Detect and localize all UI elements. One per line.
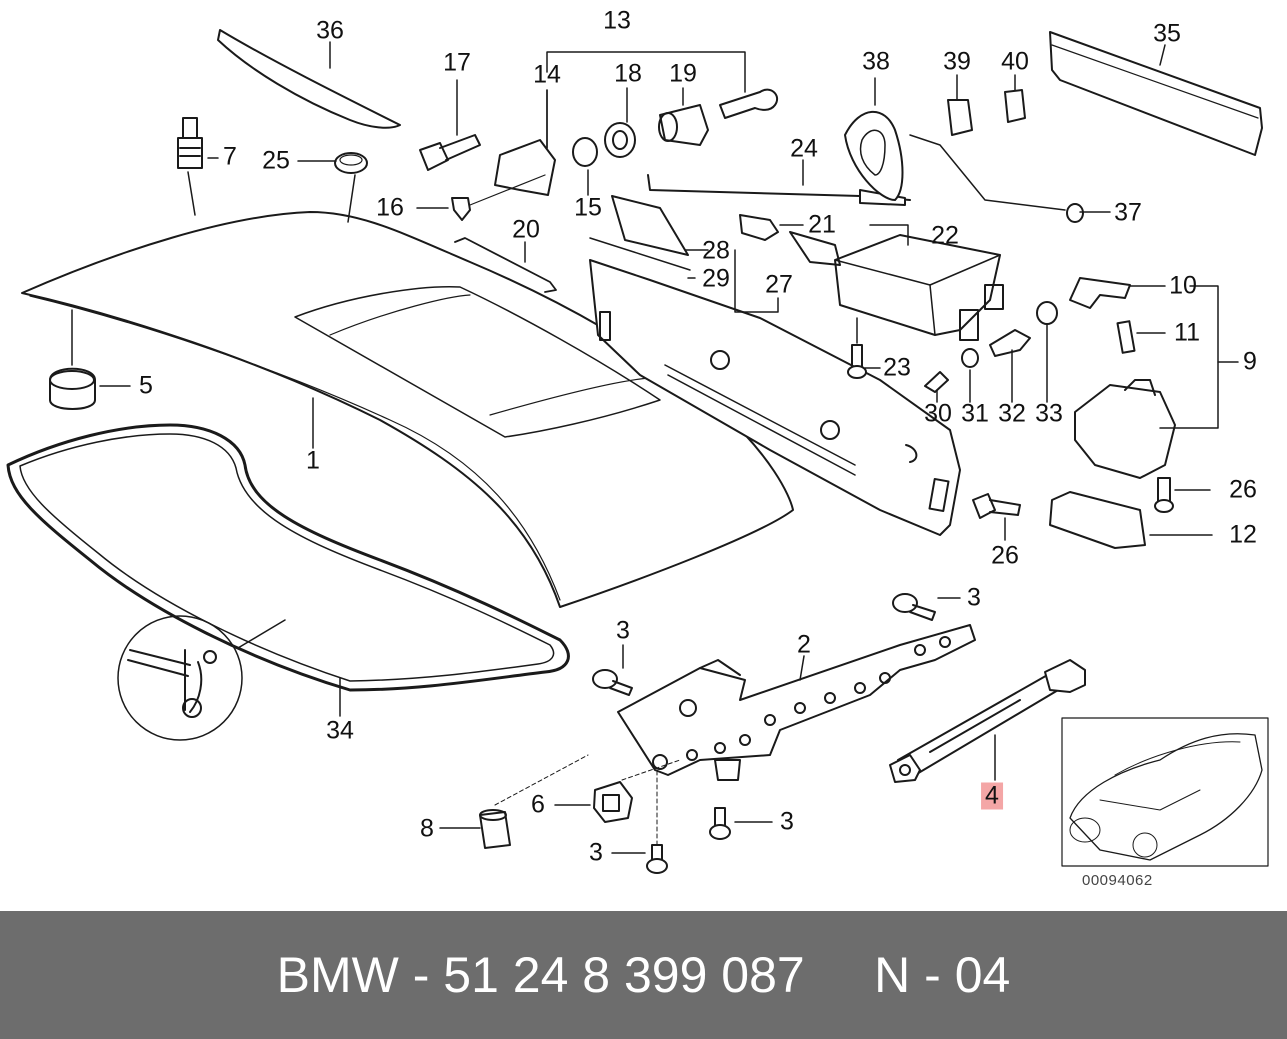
actuator bbox=[789, 231, 1004, 341]
callout-3d: 3 bbox=[589, 838, 603, 867]
rod-20 bbox=[454, 237, 557, 293]
washer-31 bbox=[961, 348, 979, 368]
bushing-21 bbox=[739, 214, 779, 241]
trim-panel bbox=[589, 259, 961, 536]
panel-28 bbox=[611, 195, 689, 256]
callout-26a: 26 bbox=[1229, 475, 1257, 504]
callout-4-highlighted: 4 bbox=[981, 782, 1003, 810]
washer-25 bbox=[334, 152, 368, 174]
cable-37 bbox=[909, 134, 1066, 211]
callout-6: 6 bbox=[531, 790, 545, 819]
callout-20: 20 bbox=[512, 215, 540, 244]
callout-12: 12 bbox=[1229, 520, 1257, 549]
hinge bbox=[617, 624, 976, 781]
callout-24: 24 bbox=[790, 134, 818, 163]
callout-23: 23 bbox=[883, 353, 911, 382]
cylinder-19 bbox=[659, 104, 709, 146]
diagram-number: 00094062 bbox=[1082, 872, 1153, 889]
striker-12 bbox=[1049, 491, 1146, 549]
callout-10: 10 bbox=[1169, 271, 1197, 300]
vehicle-locator-inset bbox=[1061, 717, 1269, 867]
callout-21: 21 bbox=[808, 210, 836, 239]
part-number-banner: BMW - 51 24 8 399 087 N - 04 bbox=[0, 911, 1287, 1039]
latch-9 bbox=[1074, 379, 1176, 479]
callout-11: 11 bbox=[1174, 318, 1200, 347]
bump-stop-pin bbox=[177, 117, 203, 169]
callout-1: 1 bbox=[306, 446, 320, 475]
pin-30 bbox=[924, 371, 949, 393]
parts-drawing bbox=[6, 29, 1269, 874]
callout-28: 28 bbox=[702, 236, 730, 265]
callout-27: 27 bbox=[765, 270, 793, 299]
callout-2: 2 bbox=[797, 630, 811, 659]
screw-23 bbox=[847, 344, 867, 379]
callout-14: 14 bbox=[533, 60, 561, 89]
rubber-buffer bbox=[49, 367, 96, 410]
callout-7: 7 bbox=[223, 142, 237, 171]
spoiler-strip bbox=[217, 29, 401, 129]
clip-40 bbox=[1004, 89, 1026, 123]
screw-3a bbox=[892, 593, 936, 621]
callout-36: 36 bbox=[316, 16, 344, 45]
callout-29: 29 bbox=[702, 264, 730, 293]
trunk-lid bbox=[21, 211, 794, 608]
license-plate-holder bbox=[1049, 31, 1263, 156]
callout-37: 37 bbox=[1114, 198, 1142, 227]
clip-16 bbox=[451, 197, 471, 221]
bolt-32 bbox=[989, 329, 1031, 357]
bolt-17 bbox=[419, 134, 481, 171]
clip-39 bbox=[947, 99, 973, 136]
callout-9: 9 bbox=[1243, 347, 1257, 376]
callout-34: 34 bbox=[326, 716, 354, 745]
callout-39: 39 bbox=[943, 47, 971, 76]
callout-26b: 26 bbox=[991, 541, 1019, 570]
callout-40: 40 bbox=[1001, 47, 1029, 76]
callout-3c: 3 bbox=[780, 807, 794, 836]
bolt-11 bbox=[1116, 320, 1136, 354]
screw-3c bbox=[709, 807, 731, 840]
lock-cylinder bbox=[494, 139, 556, 196]
callout-16: 16 bbox=[376, 193, 404, 222]
callout-25: 25 bbox=[262, 146, 290, 175]
handle-38 bbox=[844, 110, 904, 201]
bolt-26b bbox=[972, 493, 1021, 519]
callout-15: 15 bbox=[574, 193, 602, 222]
gas-strut bbox=[889, 659, 1086, 783]
leader-lines bbox=[71, 41, 1239, 854]
callout-31: 31 bbox=[961, 399, 989, 428]
callout-17: 17 bbox=[443, 48, 471, 77]
part-number-text: BMW - 51 24 8 399 087 N - 04 bbox=[276, 947, 1011, 1003]
callout-8: 8 bbox=[420, 814, 434, 843]
screw-3b bbox=[592, 669, 633, 696]
callout-13: 13 bbox=[603, 6, 631, 35]
bolt-26a bbox=[1154, 477, 1174, 513]
callout-3b: 3 bbox=[616, 616, 630, 645]
screw-3d bbox=[646, 844, 668, 874]
callout-35: 35 bbox=[1153, 19, 1181, 48]
callout-5: 5 bbox=[139, 371, 153, 400]
bracket-10 bbox=[1069, 277, 1131, 309]
parts-diagram: 1 2 3 3 3 3 4 5 6 7 8 9 10 11 12 13 14 1… bbox=[6, 6, 1269, 889]
callout-19: 19 bbox=[669, 59, 697, 88]
callout-22: 22 bbox=[931, 221, 959, 250]
trunk-seal bbox=[6, 423, 570, 741]
nut-33 bbox=[1036, 301, 1058, 325]
bushing-6 bbox=[593, 781, 633, 823]
clip-8 bbox=[479, 811, 511, 849]
callout-32: 32 bbox=[998, 399, 1026, 428]
callout-30: 30 bbox=[924, 399, 952, 428]
ring-18 bbox=[604, 122, 636, 158]
callout-38: 38 bbox=[862, 47, 890, 76]
key bbox=[719, 88, 779, 119]
callout-3a: 3 bbox=[967, 583, 981, 612]
callout-18: 18 bbox=[614, 59, 642, 88]
ring-15 bbox=[572, 137, 598, 167]
callout-33: 33 bbox=[1035, 399, 1063, 428]
